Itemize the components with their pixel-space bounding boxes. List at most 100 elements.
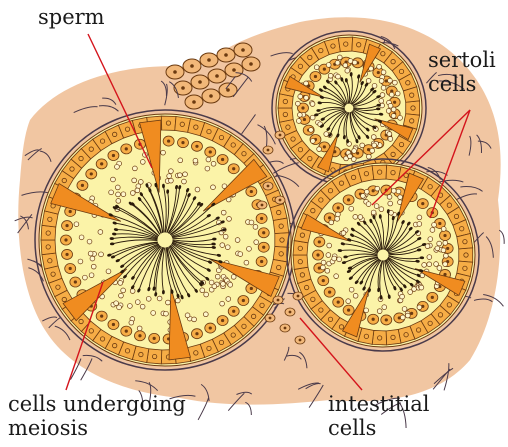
spermatid bbox=[106, 269, 111, 274]
spermatid bbox=[432, 222, 437, 227]
nucleus bbox=[421, 202, 424, 205]
spermatid bbox=[295, 101, 300, 106]
spermatid bbox=[310, 139, 315, 144]
spermatid bbox=[366, 202, 371, 207]
nucleus bbox=[277, 299, 280, 302]
spermatid bbox=[375, 186, 380, 191]
spermatid bbox=[115, 164, 120, 169]
nucleus bbox=[198, 80, 202, 84]
spermatogonium-cell bbox=[406, 101, 420, 115]
spermatid bbox=[348, 59, 353, 64]
nucleus bbox=[232, 68, 236, 72]
interstitial-label-line1: intestitial bbox=[328, 392, 429, 416]
spermatogonium-cell bbox=[338, 37, 352, 52]
meiosis-label-line2: meiosis bbox=[8, 416, 186, 440]
spermatid bbox=[205, 166, 210, 171]
nucleus bbox=[112, 154, 115, 157]
nucleus bbox=[322, 279, 325, 282]
nucleus bbox=[377, 71, 380, 74]
spermatid bbox=[297, 112, 302, 117]
spermatid bbox=[119, 293, 124, 298]
spermatogonium-cell bbox=[147, 349, 162, 364]
nucleus bbox=[209, 326, 212, 329]
sertoli-cells-label: sertoli cells bbox=[428, 48, 496, 96]
spermatid bbox=[195, 187, 200, 192]
spermatid bbox=[132, 178, 137, 183]
spermatid bbox=[140, 304, 145, 309]
nucleus bbox=[195, 145, 198, 148]
nucleus bbox=[323, 68, 326, 71]
spermatid bbox=[206, 157, 211, 162]
spermatid bbox=[221, 282, 226, 287]
nucleus bbox=[446, 247, 449, 250]
spermatid bbox=[337, 55, 342, 60]
nucleus bbox=[250, 287, 253, 290]
nucleus bbox=[125, 330, 128, 333]
spermatid bbox=[211, 185, 216, 190]
spermatid bbox=[225, 245, 230, 250]
spermatid bbox=[129, 320, 134, 325]
nucleus bbox=[221, 158, 224, 161]
spermatid bbox=[353, 293, 358, 298]
nucleus bbox=[90, 172, 93, 175]
spermatid bbox=[310, 102, 315, 107]
spermatid bbox=[328, 73, 333, 78]
spermatid bbox=[254, 240, 259, 245]
spermatid bbox=[405, 313, 410, 318]
spermatid bbox=[182, 179, 187, 184]
spermatid bbox=[253, 224, 258, 229]
spermatid bbox=[325, 268, 330, 273]
spermatid bbox=[249, 220, 254, 225]
spermatid bbox=[395, 91, 400, 96]
spermatid bbox=[169, 178, 174, 183]
spermatid bbox=[379, 207, 384, 212]
nucleus bbox=[267, 149, 270, 152]
spermatid bbox=[74, 222, 79, 227]
nucleus bbox=[65, 224, 68, 227]
spermatogonium-cell bbox=[386, 329, 401, 344]
nucleus bbox=[261, 204, 264, 207]
spermatid bbox=[377, 309, 382, 314]
spermatid bbox=[341, 231, 346, 236]
spermatid bbox=[82, 275, 87, 280]
spermatid bbox=[417, 222, 422, 227]
spermatid bbox=[90, 256, 95, 261]
nucleus bbox=[224, 53, 228, 57]
nucleus bbox=[301, 106, 304, 109]
nucleus bbox=[347, 309, 350, 312]
spermatid bbox=[157, 296, 162, 301]
nucleus bbox=[181, 86, 185, 90]
nucleus bbox=[260, 217, 263, 220]
spermatid bbox=[441, 248, 446, 253]
spermatid bbox=[310, 115, 315, 120]
nucleus bbox=[100, 162, 103, 165]
spermatid bbox=[346, 299, 351, 304]
spermatid bbox=[419, 285, 424, 290]
spermatid bbox=[358, 215, 363, 220]
spermatid bbox=[137, 326, 142, 331]
spermatid bbox=[327, 243, 332, 248]
nucleus bbox=[100, 314, 103, 317]
spermatid bbox=[116, 198, 121, 203]
spermatid bbox=[334, 274, 339, 279]
nucleus bbox=[192, 100, 196, 104]
spermatid bbox=[381, 70, 386, 75]
spermatid bbox=[87, 239, 92, 244]
spermatid bbox=[349, 287, 354, 292]
nucleus bbox=[303, 118, 306, 121]
spermatid bbox=[235, 238, 240, 243]
spermatid bbox=[336, 212, 341, 217]
spermatid bbox=[227, 216, 232, 221]
nucleus bbox=[242, 299, 245, 302]
spermatid bbox=[130, 289, 135, 294]
nucleus bbox=[323, 145, 326, 148]
spermatid bbox=[443, 240, 448, 245]
nucleus bbox=[328, 216, 331, 219]
spermatid bbox=[304, 95, 309, 100]
nucleus bbox=[181, 141, 184, 144]
spermatogonium-cell bbox=[161, 116, 176, 130]
spermatid bbox=[443, 253, 448, 258]
spermatid bbox=[396, 189, 401, 194]
spermatid bbox=[228, 282, 233, 287]
spermatid bbox=[135, 188, 140, 193]
